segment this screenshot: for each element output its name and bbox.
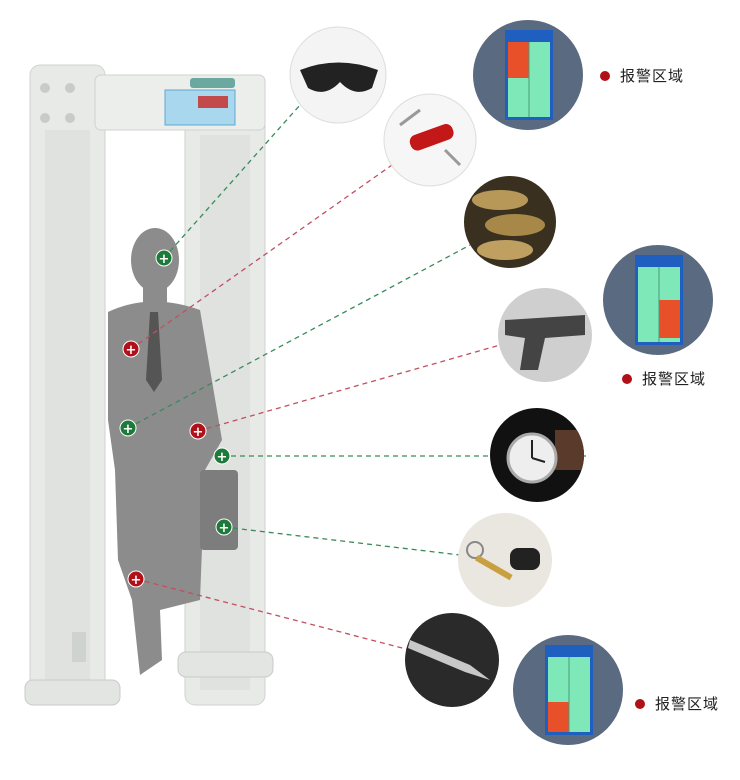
item-swiss-knife [383,93,477,187]
svg-text:+: + [131,573,142,588]
item-coins [464,176,556,268]
detection-markers: + + + + + + + [119,249,233,588]
alarm-dot-icon [622,373,632,384]
line-sunglasses [163,104,301,259]
marker-safe-head: + [155,249,173,267]
alarm-dot-icon [635,698,645,709]
alarm-zone-label-lower: 报警区域 [635,693,719,714]
alarm-zone-label-middle: 报警区域 [622,368,706,389]
line-keys [223,526,461,556]
alarm-zone-text: 报警区域 [642,370,707,388]
marker-safe-waist: + [119,419,137,437]
alarm-zone-text: 报警区域 [620,67,685,85]
marker-safe-bag: + [215,518,233,536]
item-sunglasses [289,26,387,124]
alarm-dot-icon [600,70,610,81]
svg-text:+: + [123,422,134,437]
line-blade [135,578,411,651]
walkthrough-metal-detector [24,64,274,706]
connector-lines [127,104,586,651]
alarm-display-middle [603,245,713,355]
marker-alarm-hip: + [189,422,207,440]
alarm-display-upper [473,20,583,130]
svg-text:+: + [193,425,204,440]
marker-alarm-chest: + [122,340,140,358]
item-pistol [498,288,592,382]
svg-text:+: + [126,343,137,358]
item-car-keys [458,513,552,607]
marker-alarm-leg: + [127,570,145,588]
item-blade [405,613,499,707]
marker-safe-wrist: + [213,447,231,465]
svg-text:+: + [159,252,170,267]
alarm-zone-label-upper: 报警区域 [600,65,684,86]
svg-text:+: + [219,521,230,536]
line-coins [127,244,471,429]
alarm-display-lower [513,635,623,745]
item-watch [490,408,584,502]
svg-text:+: + [217,450,228,465]
alarm-zone-text: 报警区域 [655,695,720,713]
line-pistol [197,344,501,432]
briefcase [200,470,238,550]
